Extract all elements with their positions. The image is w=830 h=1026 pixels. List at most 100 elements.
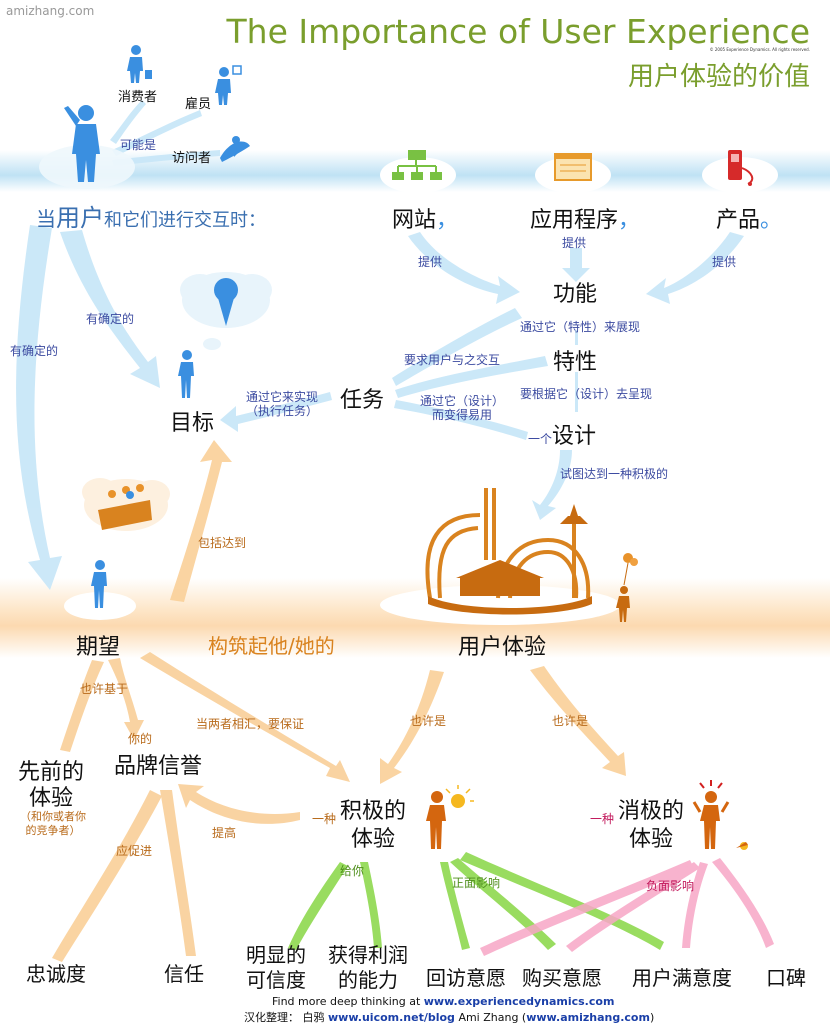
arrow-positive-to-brand	[178, 784, 300, 824]
maybe-label-negative: 也许是	[552, 714, 589, 728]
uicom-link[interactable]: www.uicom.net/blog	[328, 1011, 455, 1024]
arrow-user-to-goal	[60, 230, 160, 388]
present-by-design-label: 要根据它（设计）去呈现	[520, 387, 653, 401]
builds-label: 构筑起他/她的	[208, 634, 335, 658]
definite-label-expectation: 有确定的	[10, 344, 59, 358]
provide-label-website: 提供	[418, 255, 443, 269]
website-text: 网站	[392, 208, 437, 233]
achieve-task-label: 通过它来实现 （执行任务）	[246, 390, 319, 418]
negative-impact-label: 负面影响	[646, 879, 695, 893]
positive-experience-node: 积极的 体验	[340, 799, 407, 852]
arrow-expect-to-prior	[60, 660, 104, 752]
arrow-brand-to-trust	[160, 790, 196, 956]
footer-prefix-1: Find more deep thinking at	[272, 995, 421, 1008]
website-label: 网站，	[392, 202, 458, 234]
arrow-pos-to-satisfaction	[460, 852, 664, 950]
a-kind-negative: 一种	[590, 812, 615, 826]
prior-experience-node: 先前的 体验	[18, 760, 85, 811]
amizhang-link[interactable]: www.amizhang.com	[526, 1011, 650, 1024]
when-meet-label: 当两者相汇，要保证	[196, 717, 305, 731]
application-label: 应用程序，	[530, 202, 640, 234]
copyright: © 2005 Experience Dynamics. All rights r…	[709, 47, 810, 52]
loyalty-node: 忠诚度	[26, 962, 86, 986]
word-of-mouth-node: 口碑	[766, 966, 806, 990]
ux-node: 用户体验	[458, 635, 547, 660]
provide-label-app: 提供	[562, 236, 587, 250]
goal-node: 目标	[170, 411, 215, 436]
via-feature-label: 通过它（特性）来展现	[520, 320, 641, 334]
maybe-based-label: 也许基于	[80, 682, 129, 696]
revisit-node: 回访意愿	[426, 966, 506, 990]
may-be-label: 可能是	[120, 138, 157, 152]
arrow-design-to-task	[394, 400, 528, 440]
arrow-brand-to-loyalty	[52, 790, 162, 962]
task-node: 任务	[340, 388, 385, 413]
page-subtitle: 用户体验的价值	[627, 62, 810, 92]
user-figure-icon	[64, 105, 100, 182]
arrow-user-visitor	[112, 150, 220, 166]
arrow-task-to-goal	[220, 392, 332, 432]
your-label: 你的	[128, 732, 153, 746]
headline-user: 用户	[56, 204, 104, 232]
negative-person-icon	[692, 780, 748, 850]
requires-interact-label: 要求用户与之交互	[404, 353, 501, 367]
definite-label-goal: 有确定的	[86, 312, 135, 326]
prior-note: （和你或者你 的竞争者）	[20, 810, 86, 837]
arrow-user-consumer	[110, 100, 146, 144]
footer-mid: Ami Zhang (	[458, 1011, 527, 1024]
improve-label: 提高	[212, 826, 237, 840]
expectation-figure-icon	[91, 560, 107, 608]
expectation-node: 期望	[76, 635, 121, 660]
consumer-icon	[127, 45, 152, 83]
visitor-icon	[220, 136, 250, 162]
comma-1: ，	[436, 208, 459, 233]
product-icon	[728, 150, 754, 186]
consumer-label: 消费者	[118, 90, 158, 105]
goal-thought-cloud-icon	[180, 272, 272, 350]
arrow-neg-to-satisfaction	[682, 862, 708, 948]
arrow-ux-to-negative	[530, 666, 626, 776]
profit-node: 获得利润 的能力	[328, 943, 408, 992]
arrow-feat-line2	[575, 372, 578, 412]
positive-impact-label: 正面影响	[452, 876, 501, 890]
feature-node: 特性	[553, 350, 598, 375]
arrow-product-to-function	[646, 232, 744, 304]
arrow-neg-to-revisit	[480, 860, 694, 956]
visitor-label: 访问者	[172, 151, 212, 166]
experiencedynamics-link[interactable]: www.experiencedynamics.com	[423, 995, 615, 1008]
credibility-node: 明显的 可信度	[246, 943, 306, 992]
application-text: 应用程序	[530, 208, 619, 233]
headline-prefix: 当	[36, 207, 56, 231]
satisfaction-node: 用户满意度	[632, 966, 732, 990]
positive-person-icon	[426, 785, 474, 849]
headline-suffix: 和它们进行交互时：	[104, 210, 266, 231]
design-text: 设计	[552, 424, 597, 449]
arrow-app-to-function	[562, 248, 590, 282]
trust-node: 信任	[164, 962, 204, 986]
footer-line-1: Find more deep thinking at www.experienc…	[272, 995, 614, 1008]
period: 。	[760, 208, 783, 233]
employee-icon	[215, 65, 242, 105]
arrow-pos-to-credibility	[288, 862, 348, 950]
watermark: amizhang.com	[6, 4, 95, 18]
purchase-node: 购买意愿	[522, 966, 602, 990]
maybe-label-positive: 也许是	[410, 714, 447, 728]
footer-line-2: 汉化整理： 白鸦 www.uicom.net/blog Ami Zhang (w…	[244, 1009, 654, 1025]
footer-suffix: )	[649, 1011, 655, 1024]
arrow-function-to-task	[392, 308, 522, 386]
give-you-label: 给你	[340, 864, 365, 878]
goal-figure-icon	[178, 350, 194, 398]
product-text: 产品	[716, 208, 761, 233]
provide-label-product: 提供	[712, 255, 737, 269]
application-icon	[554, 153, 592, 181]
arrow-expect-to-positive	[140, 652, 350, 782]
include-label: 包括达到	[198, 536, 247, 550]
brand-node: 品牌信誉	[114, 754, 203, 779]
try-positive-label: 试图达到一种积极的	[560, 467, 669, 481]
balloon-person-icon	[616, 553, 638, 622]
arrow-expect-to-brand	[108, 658, 144, 740]
arrow-ux-to-positive	[380, 670, 444, 784]
arrow-neg-to-purchase	[566, 862, 700, 952]
design-node: 一个设计	[528, 418, 596, 450]
function-node: 功能	[553, 282, 598, 307]
